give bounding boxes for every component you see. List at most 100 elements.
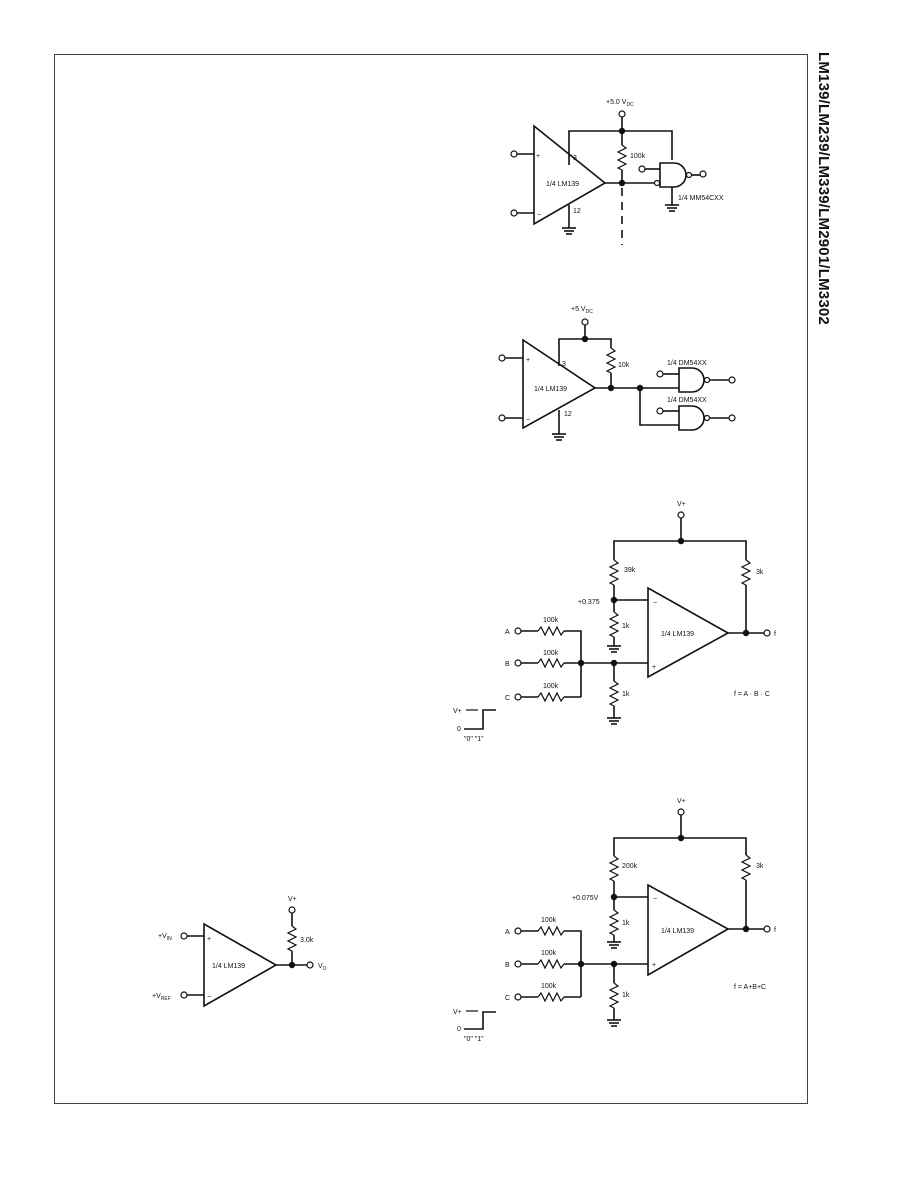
c4-resistor-1k-mid	[608, 909, 620, 936]
c4-resistor-3k	[740, 854, 752, 881]
c4-input-a-terminal[interactable]	[514, 927, 522, 935]
c3-input-b-terminal[interactable]	[514, 659, 522, 667]
c4-input-b-label: B	[505, 962, 510, 969]
c2-plus-sign: +	[526, 357, 530, 364]
c4-equation: f = A+B+C	[734, 984, 766, 991]
c3-plus-sign: +	[652, 664, 656, 671]
c5-vref-label: +VREF	[152, 993, 171, 1002]
c5-vref-terminal[interactable]	[180, 991, 188, 999]
c4-logic-levels: "0" "1"	[464, 1036, 484, 1043]
c3-input-b-resistor-label: 100k	[543, 650, 559, 657]
c4-input-c-terminal[interactable]	[514, 993, 522, 1001]
c4-input-a-label: A	[505, 929, 510, 936]
c5-resistor-label: 3.0k	[300, 937, 314, 944]
c3-opamp-body	[647, 586, 730, 679]
c1-gate-output-terminal[interactable]	[699, 170, 707, 178]
c2-pin-12: 12	[564, 411, 572, 418]
c1-gate-input-terminal[interactable]	[638, 165, 646, 173]
c2-gate-bottom-input-terminal[interactable]	[656, 407, 664, 415]
c3-r-mid-label: 1k	[622, 623, 630, 630]
c4-output-label: f	[774, 927, 776, 934]
c2-gate-top-label: 1/4 DM54XX	[667, 360, 707, 367]
c4-logic-v-label: V+	[453, 1009, 462, 1016]
c1-plus-sign: +	[536, 153, 540, 160]
c2-input-minus-terminal[interactable]	[498, 414, 506, 422]
c1-minus-sign: −	[537, 212, 541, 219]
c4-input-b-resistor-label: 100k	[541, 950, 557, 957]
c1-supply-terminal[interactable]	[618, 110, 626, 118]
c3-resistor-39k	[608, 559, 620, 586]
c3-output-terminal[interactable]	[763, 629, 771, 637]
c4-r-pull-label: 3k	[756, 863, 764, 870]
c3-supply-label: V+	[677, 501, 686, 508]
c3-logic-v-label: V+	[453, 708, 462, 715]
c4-input-c-resistor-label: 100k	[541, 983, 557, 990]
c1-input-plus-terminal[interactable]	[510, 150, 518, 158]
c2-supply-label: +5 VDC	[571, 306, 593, 315]
circuit-and-gate: V+ 39k 3k 1/4 LM139 − + +0.375 1k f f = …	[453, 501, 776, 743]
c4-supply-terminal[interactable]	[677, 808, 685, 816]
c4-opamp-body	[647, 883, 730, 977]
c1-pin-3: 3	[573, 155, 577, 162]
c4-r-mid-label: 1k	[622, 920, 630, 927]
c3-r-top-label: 39k	[624, 567, 636, 574]
c3-input-b-label: B	[505, 661, 510, 668]
c2-nand-gate-top	[678, 367, 705, 393]
c5-resistor-3k	[286, 925, 298, 952]
c1-supply-label: +5.0 VDC	[606, 99, 634, 108]
c2-minus-sign: −	[526, 417, 530, 424]
c1-input-minus-terminal[interactable]	[510, 209, 518, 217]
c3-minus-sign: −	[653, 600, 657, 607]
circuit-basic-comparator: 1/4 LM139 + − +VIN +VREF V+ 3.0k VO	[152, 896, 327, 1008]
c3-supply-terminal[interactable]	[677, 511, 685, 519]
c3-input-c-resistor-label: 100k	[543, 683, 559, 690]
c3-input-a-terminal[interactable]	[514, 627, 522, 635]
c3-opamp-label: 1/4 LM139	[661, 631, 694, 638]
c2-resistor-10k	[605, 347, 617, 374]
c1-pin-12: 12	[573, 208, 581, 215]
c3-equation: f = A · B · C	[734, 691, 770, 698]
c5-opamp-label: 1/4 LM139	[212, 963, 245, 970]
c4-supply-label: V+	[677, 798, 686, 805]
c4-plus-sign: +	[652, 962, 656, 969]
c5-supply-label: V+	[288, 896, 297, 903]
c1-resistor-100k	[616, 144, 628, 171]
c5-opamp-body	[203, 922, 278, 1008]
c5-vin-terminal[interactable]	[180, 932, 188, 940]
c4-resistor-1k-low	[608, 982, 620, 1009]
c2-gate-top-input-terminal[interactable]	[656, 370, 664, 378]
c2-opamp-label: 1/4 LM139	[534, 386, 567, 393]
c2-resistor-label: 10k	[618, 362, 630, 369]
c5-minus-sign: −	[207, 994, 211, 1001]
c3-ref-label: +0.375	[578, 599, 600, 606]
c5-vin-label: +VIN	[158, 933, 172, 942]
page-frame	[54, 54, 808, 1104]
c2-gate-bottom-label: 1/4 DM54XX	[667, 397, 707, 404]
c1-nand-gate	[659, 162, 687, 188]
c2-supply-terminal[interactable]	[581, 318, 589, 326]
c2-input-plus-terminal[interactable]	[498, 354, 506, 362]
c2-gate-top-output-terminal[interactable]	[728, 376, 736, 384]
c4-output-terminal[interactable]	[763, 925, 771, 933]
c4-input-a-resistor-label: 100k	[541, 917, 557, 924]
c4-r-low-label: 1k	[622, 992, 630, 999]
c2-nand-gate-bottom	[678, 405, 705, 431]
c3-input-c-label: C	[505, 695, 510, 702]
circuit-or-gate: V+ 200k 3k 1/4 LM139 − + +0.075V 1k f f …	[453, 798, 776, 1043]
c2-gate-bottom-output-terminal[interactable]	[728, 414, 736, 422]
c1-gate-label: 1/4 MM54CXX	[678, 195, 724, 202]
c3-input-a-label: A	[505, 629, 510, 636]
c5-supply-terminal[interactable]	[288, 906, 296, 914]
c3-resistor-3k	[740, 559, 752, 586]
c4-input-b-terminal[interactable]	[514, 960, 522, 968]
c4-ref-label: +0.075V	[572, 895, 599, 902]
c3-resistor-1k-mid	[608, 611, 620, 638]
c5-output-terminal[interactable]	[306, 961, 314, 969]
c3-r-low-label: 1k	[622, 691, 630, 698]
c3-logic-zero-label: 0	[457, 726, 461, 733]
c5-output-label: VO	[318, 963, 327, 972]
c4-r-top-label: 200k	[622, 863, 638, 870]
c5-plus-sign: +	[207, 936, 211, 943]
c3-input-c-terminal[interactable]	[514, 693, 522, 701]
